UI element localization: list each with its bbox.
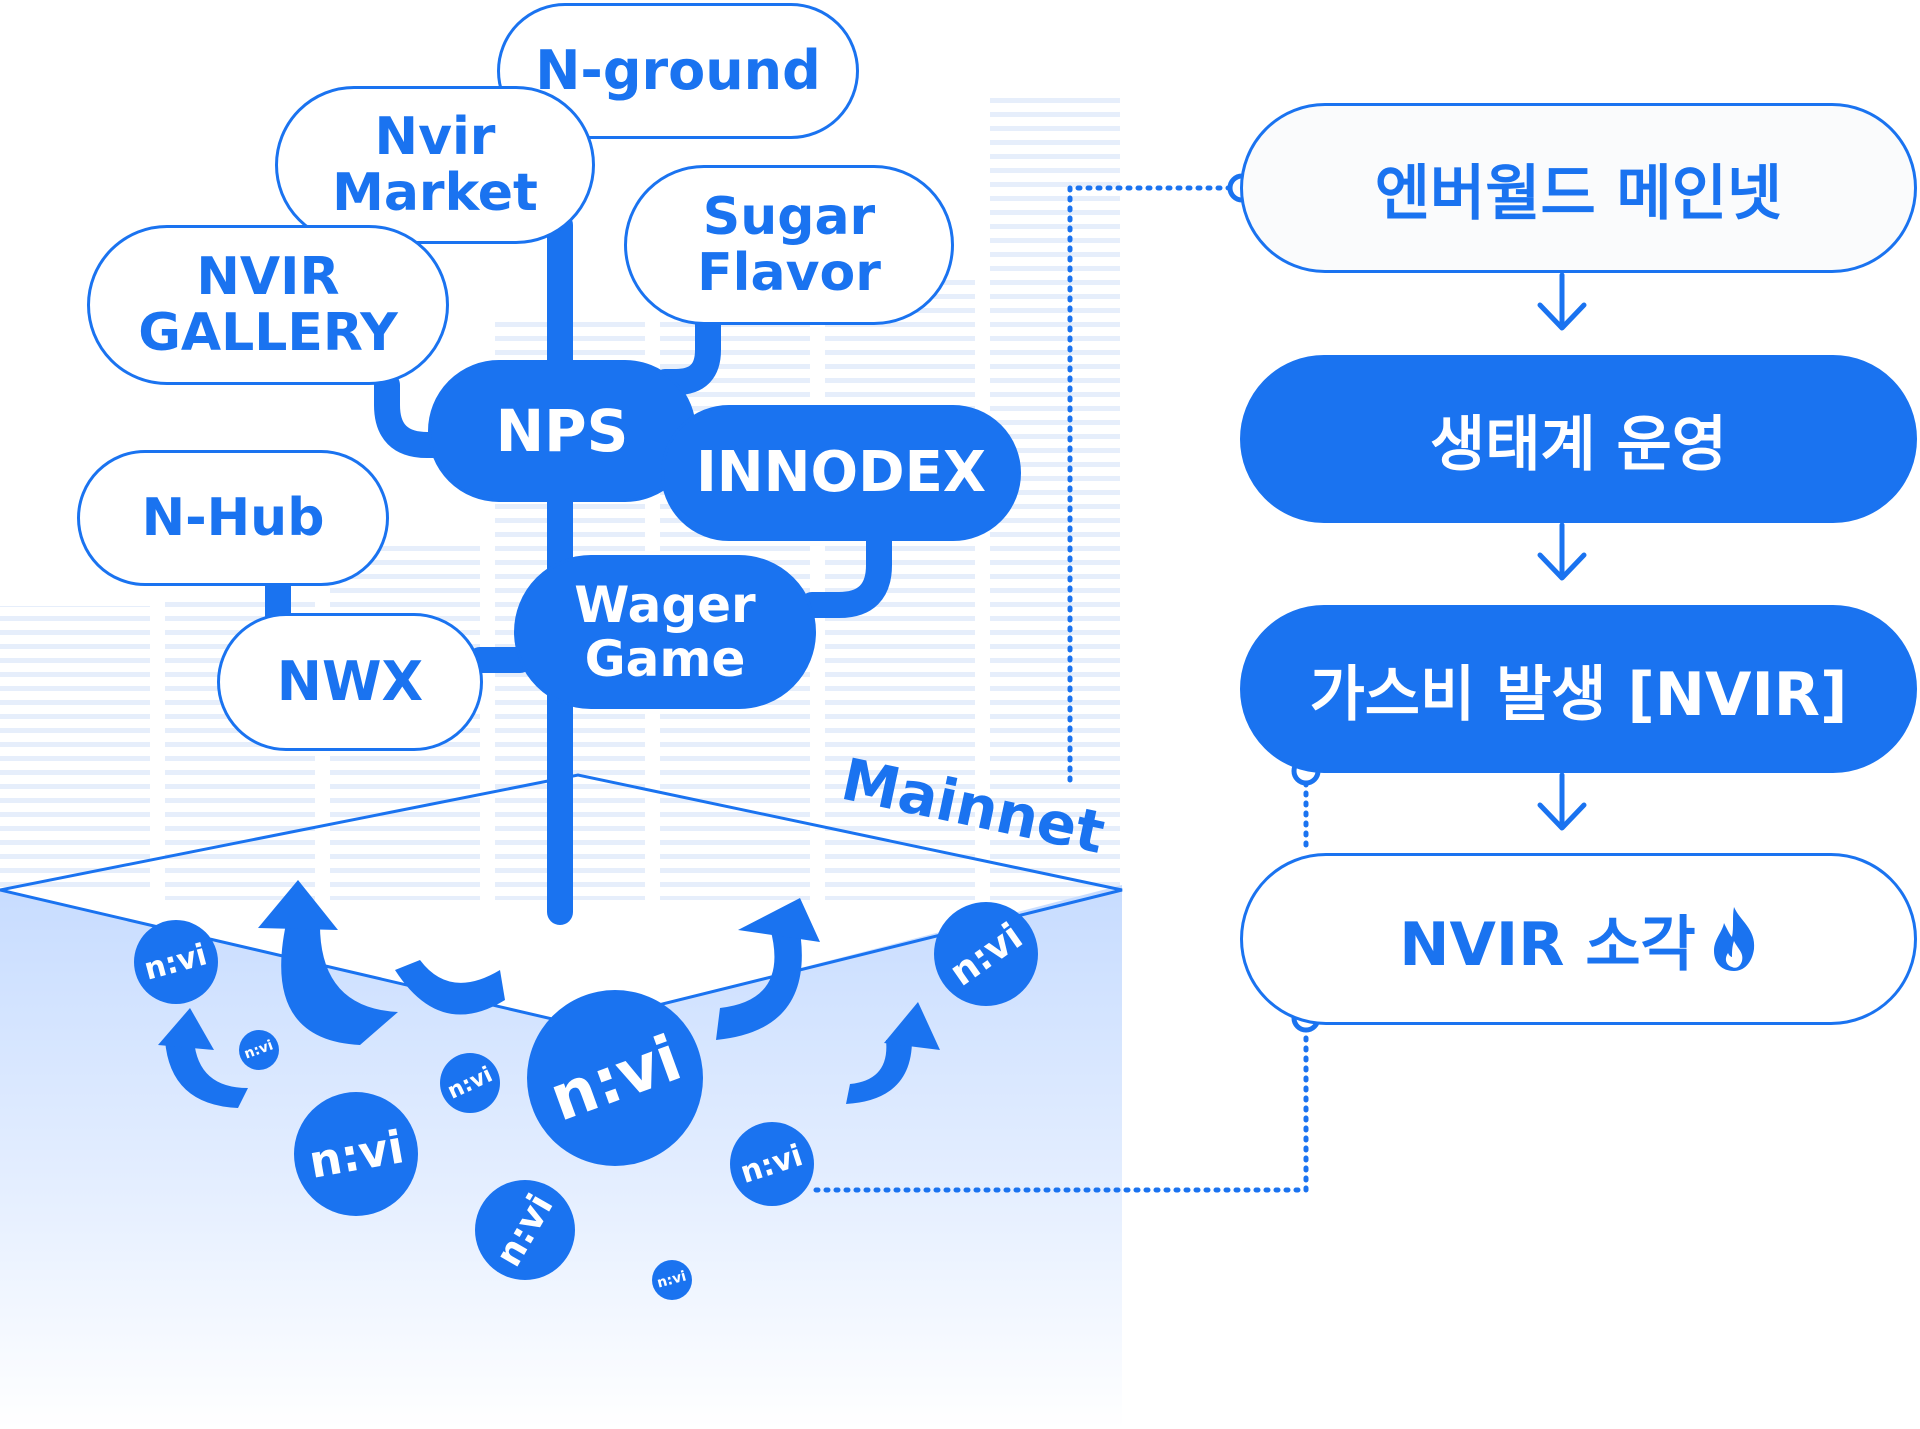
sugar-flavor-label: Sugar Flavor	[697, 186, 881, 303]
innodex-node: INNODEX	[661, 405, 1021, 541]
nvir-gallery-node: NVIR GALLERY	[87, 225, 449, 385]
nvi-coin: n:vi	[652, 1260, 692, 1300]
sugar-flavor-node: Sugar Flavor	[624, 165, 954, 325]
nvi-coin: n:vi	[527, 990, 703, 1166]
wager-game-label: Wager Game	[574, 576, 756, 688]
flow-step-mainnet: 엔버월드 메인넷	[1240, 103, 1917, 273]
flow-step-gas-fee-label: 가스비 발생 [NVIR]	[1309, 659, 1848, 730]
nwx-label: NWX	[276, 649, 424, 713]
nps-label: NPS	[495, 396, 629, 465]
nvir-gallery-label: NVIR GALLERY	[138, 246, 398, 363]
nvi-coin: n:vi	[934, 902, 1038, 1006]
nvir-market-label: Nvir Market	[332, 106, 538, 223]
nvi-coin: n:vi	[294, 1092, 418, 1216]
innodex-label: INNODEX	[695, 439, 987, 505]
fire-icon	[1710, 905, 1758, 973]
nvi-coin: n:vi	[134, 920, 218, 1004]
nvi-coin: n:vi	[730, 1122, 814, 1206]
n-ground-label: N-ground	[535, 38, 821, 102]
flow-step-ecosystem: 생태계 운영	[1240, 355, 1917, 523]
nvi-coin: n:vi	[475, 1180, 575, 1280]
mainnet-plane	[0, 773, 1123, 1027]
nwx-node: NWX	[217, 613, 483, 751]
flow-step-ecosystem-label: 생태계 운영	[1430, 409, 1727, 480]
flow-step-gas-fee: 가스비 발생 [NVIR]	[1240, 605, 1917, 773]
n-hub-node: N-Hub	[77, 450, 389, 586]
recycle-arrows	[158, 880, 940, 1108]
nvi-coin: n:vi	[239, 1030, 279, 1070]
nvir-market-node: Nvir Market	[275, 86, 595, 244]
flow-step-burn: NVIR 소각	[1240, 853, 1917, 1025]
wager-game-node: Wager Game	[514, 555, 816, 709]
nps-node: NPS	[428, 360, 696, 502]
n-hub-label: N-Hub	[141, 487, 325, 548]
floor-gradient	[0, 885, 1122, 1429]
flow-step-mainnet-label: 엔버월드 메인넷	[1374, 158, 1783, 229]
flow-step-burn-label: NVIR 소각	[1399, 909, 1696, 980]
nvi-coin: n:vi	[440, 1053, 500, 1113]
